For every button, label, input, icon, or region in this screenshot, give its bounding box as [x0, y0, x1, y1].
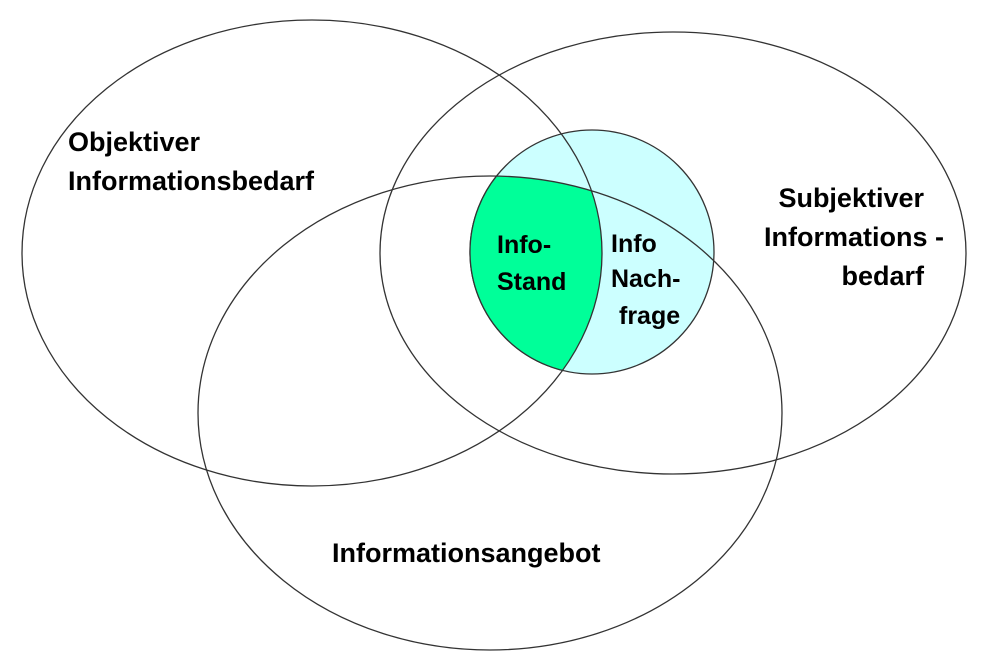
info-nachfrage-label-line1: Info: [611, 230, 657, 258]
info-nachfrage-label-line3: frage: [619, 302, 680, 330]
info-stand-label-line1: Info-: [497, 231, 551, 259]
objektiver-label-line1: Objektiver: [68, 127, 201, 157]
subjektiver-label-line3: bedarf: [841, 261, 925, 291]
informationsangebot-label: Informationsangebot: [332, 538, 601, 568]
info-stand-label-line2: Stand: [497, 268, 566, 296]
subjektiver-label-line1: Subjektiver: [778, 183, 924, 213]
info-nachfrage-label-line2: Nach-: [611, 265, 680, 293]
subjektiver-informationsbedarf-ellipse: [379, 31, 967, 475]
informationsangebot-ellipse: [197, 175, 783, 651]
objektiver-informationsbedarf-ellipse: [21, 19, 603, 487]
subjektiver-label-line2: Informations -: [764, 222, 944, 252]
objektiver-label-line2: Informationsbedarf: [68, 166, 315, 196]
